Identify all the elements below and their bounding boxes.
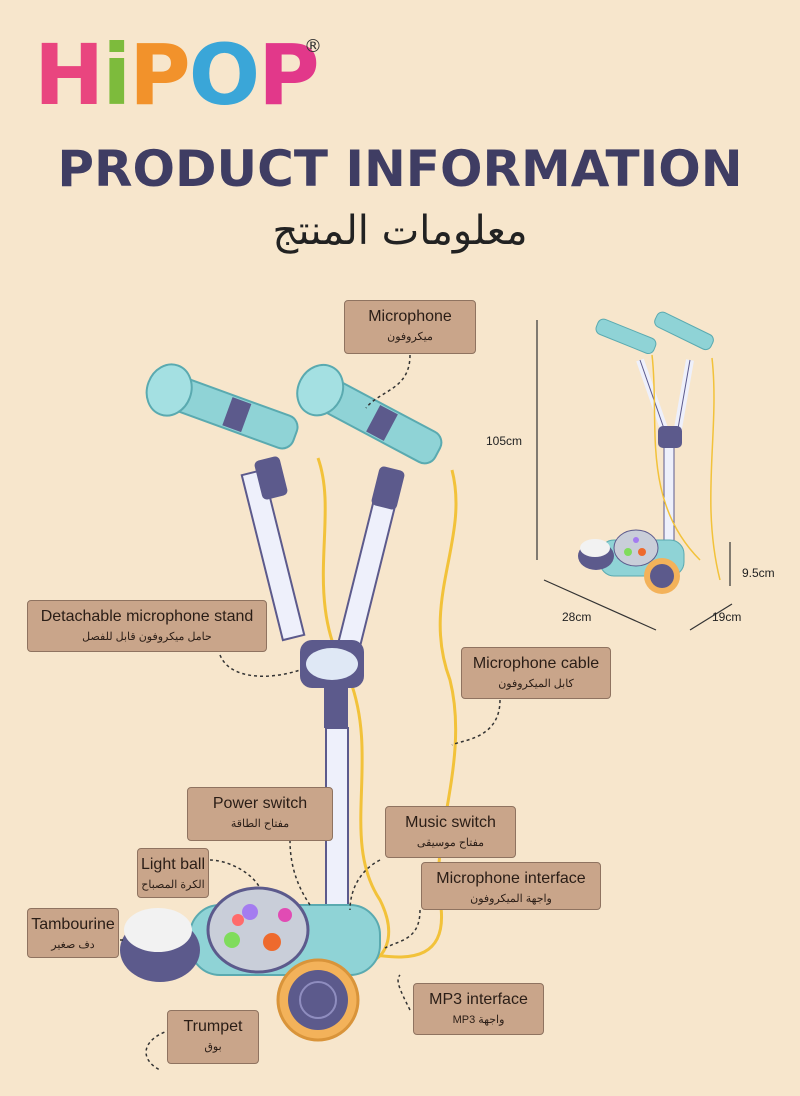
page-title: PRODUCT INFORMATION — [57, 140, 743, 198]
callout-stand: Detachable microphone stand حامل ميكروفو… — [27, 600, 267, 652]
callout-mic-interface-en: Microphone interface — [436, 870, 586, 887]
callout-light-ball-en: Light ball — [140, 856, 206, 873]
callout-cable-ar: كابل الميكروفون — [498, 678, 574, 690]
microphone-left — [145, 363, 299, 450]
dimension-diagram — [536, 311, 733, 631]
callout-tambourine: Tambourine دف صغير — [27, 908, 119, 958]
page-title-arabic: معلومات المنتج — [272, 208, 528, 254]
registered-mark: ® — [304, 36, 322, 57]
callout-power-ar: مفتاح الطاقة — [230, 818, 290, 830]
callout-tambourine-en: Tambourine — [31, 916, 115, 933]
callout-trumpet-ar: بوق — [204, 1041, 222, 1053]
callout-tambourine-ar: دف صغير — [51, 939, 95, 951]
callout-music-ar: مفتاح موسيقى — [416, 837, 485, 849]
dimension-depth: 19cm — [712, 610, 742, 624]
logo-letter-p2: P — [258, 26, 320, 124]
callout-microphone-ar: ميكروفون — [387, 331, 433, 343]
callout-power-en: Power switch — [212, 795, 308, 812]
callout-stand-en: Detachable microphone stand — [40, 608, 254, 625]
callout-music-en: Music switch — [405, 814, 496, 831]
callout-power: Power switch مفتاح الطاقة — [187, 787, 333, 841]
callout-cable-en: Microphone cable — [472, 655, 600, 672]
logo-letter-h: H — [34, 26, 104, 124]
callout-stand-ar: حامل ميكروفون قابل للفصل — [82, 631, 212, 643]
callout-mp3-en: MP3 interface — [429, 991, 528, 1008]
callout-light-ball-ar: الكرة المصباح — [141, 879, 205, 891]
light-ball — [206, 886, 310, 974]
microphone-right — [296, 363, 443, 465]
callout-cable: Microphone cable كابل الميكروفون — [461, 647, 611, 699]
callout-mp3-ar: واجهة MP3 — [452, 1014, 505, 1026]
cable-left — [316, 457, 391, 962]
callout-mic-interface-ar: واجهة الميكروفون — [470, 893, 552, 905]
dimension-height: 105cm — [486, 434, 523, 448]
logo-letter-p: P — [129, 26, 191, 124]
callout-music: Music switch مفتاح موسيقى — [385, 806, 516, 858]
callout-trumpet-en: Trumpet — [183, 1018, 243, 1035]
callout-microphone: Microphone ميكروفون — [344, 300, 476, 354]
callout-mp3: MP3 interface واجهة MP3 — [413, 983, 544, 1035]
callout-mic-interface: Microphone interface واجهة الميكروفون — [421, 862, 601, 910]
callout-light-ball: Light ball الكرة المصباح — [137, 848, 209, 898]
callout-trumpet: Trumpet بوق — [167, 1010, 259, 1064]
logo-letter-i: i — [102, 26, 131, 124]
brand-logo: HiPOP — [34, 26, 320, 124]
stand-leg-left — [240, 468, 306, 642]
cable-right — [374, 469, 458, 959]
dimension-width: 28cm — [562, 610, 592, 624]
logo-letter-o: O — [188, 26, 260, 124]
dimension-base-height: 9.5cm — [742, 566, 775, 580]
callout-microphone-en: Microphone — [368, 308, 452, 325]
